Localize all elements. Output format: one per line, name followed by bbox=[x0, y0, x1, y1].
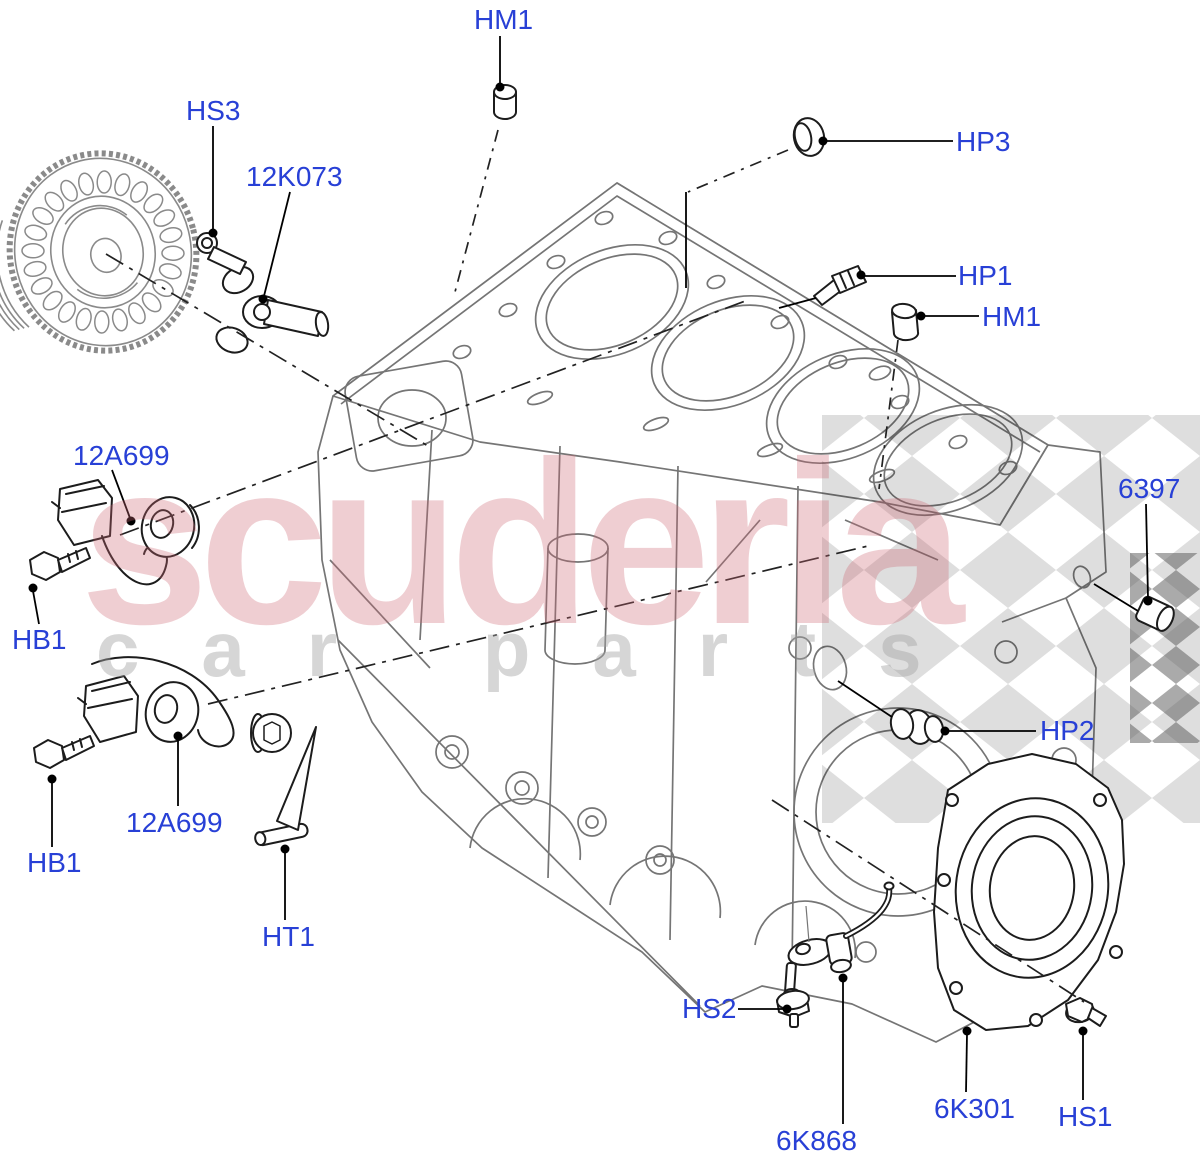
dowel-6397 bbox=[1135, 595, 1175, 632]
leader-dots bbox=[28, 82, 1153, 1036]
seal-6k301 bbox=[933, 753, 1125, 1031]
block-front-details bbox=[329, 360, 1092, 1007]
oil-jet-6k868 bbox=[787, 881, 895, 974]
part-callout-hs3[interactable]: HS3 bbox=[186, 95, 241, 126]
part-callout-hm1[interactable]: HM1 bbox=[982, 301, 1042, 332]
sensor-12k073 bbox=[215, 265, 330, 354]
checker-flag-dark bbox=[1130, 553, 1200, 743]
part-callout-6k868[interactable]: 6K868 bbox=[776, 1125, 857, 1156]
part-callout-hs1[interactable]: HS1 bbox=[1058, 1101, 1113, 1132]
part-callout-12a699[interactable]: 12A699 bbox=[126, 807, 223, 838]
dowel-hm1-side bbox=[891, 302, 920, 342]
part-callout-hp2[interactable]: HP2 bbox=[1040, 715, 1095, 746]
part-callout-6k301[interactable]: 6K301 bbox=[934, 1093, 1015, 1124]
pointer-wedge bbox=[276, 726, 317, 831]
stud-hs2 bbox=[776, 961, 810, 1028]
part-callout-hm1[interactable]: HM1 bbox=[474, 4, 534, 35]
part-callout-hs2[interactable]: HS2 bbox=[682, 993, 737, 1024]
bolt-hb1-upper bbox=[29, 547, 91, 581]
part-callout-hb1[interactable]: HB1 bbox=[27, 847, 82, 878]
bolt-hb1-lower bbox=[33, 735, 95, 769]
plug-hp3 bbox=[792, 117, 826, 157]
axis-lines bbox=[105, 129, 1085, 1003]
bolt-hs3 bbox=[196, 232, 247, 275]
part-callout-ht1[interactable]: HT1 bbox=[262, 921, 315, 952]
part-callout-hb1[interactable]: HB1 bbox=[12, 624, 67, 655]
part-callout-hp1[interactable]: HP1 bbox=[958, 260, 1013, 291]
bolt-hs1 bbox=[1065, 997, 1107, 1027]
plug-hp2 bbox=[889, 708, 945, 745]
leader-lines bbox=[32, 36, 1149, 1124]
part-callout-12k073[interactable]: 12K073 bbox=[246, 161, 343, 192]
part-callout-6397[interactable]: 6397 bbox=[1118, 473, 1181, 504]
plug-socket bbox=[250, 713, 292, 753]
part-callout-12a699[interactable]: 12A699 bbox=[73, 440, 170, 471]
part-callout-hp3[interactable]: HP3 bbox=[956, 126, 1011, 157]
knock-sensor-lower bbox=[77, 656, 235, 748]
